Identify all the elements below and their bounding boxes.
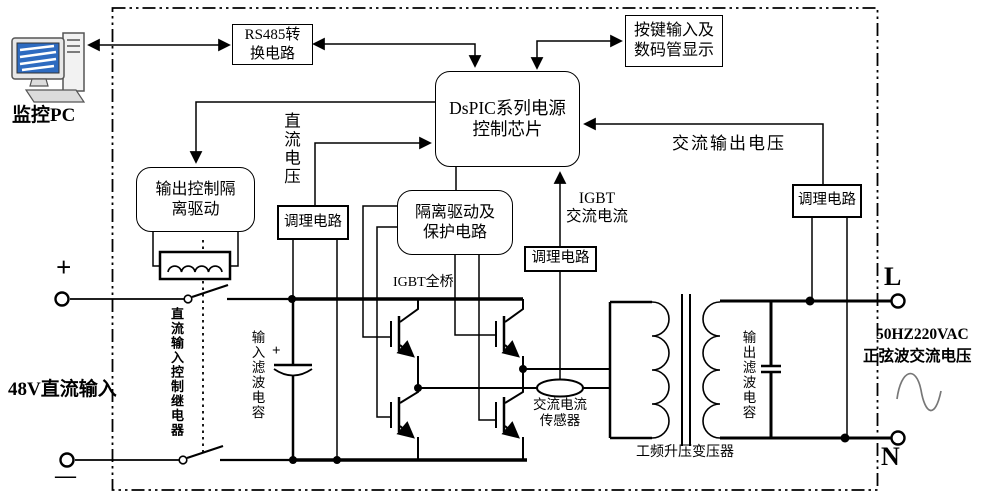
- label-igbt-current: IGBT 交流电流: [553, 190, 641, 226]
- igbt-tr-emitter: [501, 340, 520, 358]
- label-terminal-n: N: [881, 442, 900, 471]
- label-minus: —: [55, 463, 76, 487]
- label-ac-spec-line1: 50HZ220VAC: [876, 326, 969, 343]
- block-cond2-label: 调理电路: [531, 250, 590, 267]
- wire-cond1-legs: [292, 240, 338, 460]
- igbt-full-bridge: [362, 205, 524, 460]
- system-boundary-border: [111, 7, 879, 491]
- block-output-control-drive: 输出控制隔 离驱动: [136, 167, 255, 232]
- gate-feed-bl: [376, 226, 397, 418]
- label-sensor-line2: 传感器: [539, 412, 581, 428]
- igbt-right-mid: [504, 356, 524, 404]
- input-cap-plate-curved: [273, 368, 313, 377]
- label-plus: +: [56, 252, 72, 282]
- label-terminal-l: L: [884, 262, 902, 291]
- transformer-primary-bracket: [608, 300, 652, 440]
- igbt-br-emitter: [501, 421, 520, 439]
- signal-wires: [87, 34, 848, 460]
- wire-rs485-dspic: [312, 37, 482, 68]
- label-cap-plus: +: [272, 343, 281, 359]
- power-wires: [70, 283, 891, 462]
- terminals: [54, 291, 906, 468]
- relay-contact-top: [183, 294, 193, 304]
- gate-feed-tr: [454, 255, 495, 336]
- block-cond3-label: 调理电路: [798, 192, 856, 209]
- block-keypad-line1: 按键输入及: [633, 22, 714, 40]
- relay-coil-winding: [167, 265, 223, 273]
- block-dspic-controller: DsPIC系列电源 控制芯片: [435, 71, 580, 167]
- block-output-control-line2: 离驱动: [171, 200, 220, 218]
- relay-lever-top: [191, 283, 229, 299]
- transformer-core: [681, 294, 691, 446]
- transformer-secondary-coil: [702, 301, 721, 439]
- block-conditioning-current: 调理电路: [524, 246, 597, 272]
- igbt-tl-collector: [399, 299, 419, 323]
- gate-feed-br: [478, 255, 495, 421]
- wire-cond3-legs: [811, 218, 848, 438]
- terminal-ac-l: [890, 293, 906, 309]
- relay-contact-bottom: [178, 455, 188, 465]
- wire-outputctrl-coil: [152, 232, 239, 267]
- terminal-dc-plus: [54, 291, 70, 307]
- label-output-filter-cap: 输出滤波电容: [740, 330, 756, 420]
- block-rs485-line1: RS485转: [244, 27, 301, 44]
- igbt-tr-collector: [504, 299, 524, 323]
- block-output-control-line1: 输出控制隔: [155, 180, 236, 198]
- label-dc-input: 48V直流输入: [8, 379, 117, 400]
- sine-wave-icon: [896, 372, 942, 412]
- label-ac-current-sensor: 交流电流 传感器: [524, 397, 596, 428]
- block-cond1-label: 调理电路: [284, 213, 342, 230]
- label-input-filter-cap: 输入滤波电容: [249, 330, 265, 420]
- block-conditioning-dc: 调理电路: [277, 205, 349, 240]
- wire-cond1-dspic: [314, 136, 432, 205]
- block-keypad-line2: 数码管显示: [633, 42, 714, 59]
- relay-lever-bottom: [186, 444, 224, 460]
- label-ac-output-voltage: 交流输出电压: [672, 134, 786, 153]
- output-cap-plates: [761, 364, 781, 374]
- label-dc-input-relay: 直流输入控制继电器: [169, 307, 184, 438]
- block-isodrive-line2: 保护电路: [422, 223, 487, 241]
- label-dc-voltage: 直流电压: [281, 112, 301, 186]
- junction-dots: [288, 295, 850, 464]
- igbt-tl-emitter: [396, 340, 415, 358]
- pc-label: 监控PC: [12, 105, 76, 126]
- wire-dspic-keypad: [530, 34, 623, 70]
- terminal-ac-n: [890, 430, 906, 446]
- relay-coil-box: [158, 250, 232, 281]
- wire-dspic-outputctrl: [189, 101, 437, 164]
- block-isolated-drive-protection: 隔离驱动及 保护电路: [397, 190, 513, 255]
- block-rs485-converter: RS485转 换电路: [232, 24, 313, 65]
- label-igbt-current-line2: 交流电流: [565, 208, 628, 225]
- label-igbt-bridge: IGBT全桥: [393, 275, 454, 290]
- terminal-dc-minus: [59, 452, 75, 468]
- block-conditioning-ac: 调理电路: [792, 184, 862, 218]
- label-sensor-line1: 交流电流: [533, 397, 587, 412]
- transformer-primary-coil: [651, 301, 670, 439]
- block-dspic-line1: DsPIC系列电源: [449, 97, 566, 118]
- block-keypad-display: 按键输入及 数码管显示: [625, 15, 723, 67]
- ac-current-sensor-oval: [536, 378, 584, 398]
- desktop-computer-icon: [11, 32, 86, 103]
- block-rs485-line2: 换电路: [249, 45, 295, 62]
- label-igbt-current-line1: IGBT: [578, 190, 616, 207]
- igbt-bl-emitter: [396, 421, 415, 439]
- label-ac-spec-line2: 正弦波交流电压: [863, 348, 972, 365]
- gate-feed-tl: [362, 205, 397, 338]
- block-isodrive-line1: 隔离驱动及: [414, 203, 495, 221]
- block-dspic-line2: 控制芯片: [472, 119, 543, 139]
- label-transformer: 工频升压变压器: [636, 445, 734, 460]
- relay-coil: [158, 240, 232, 455]
- wire-cond3-dspic: [583, 117, 824, 184]
